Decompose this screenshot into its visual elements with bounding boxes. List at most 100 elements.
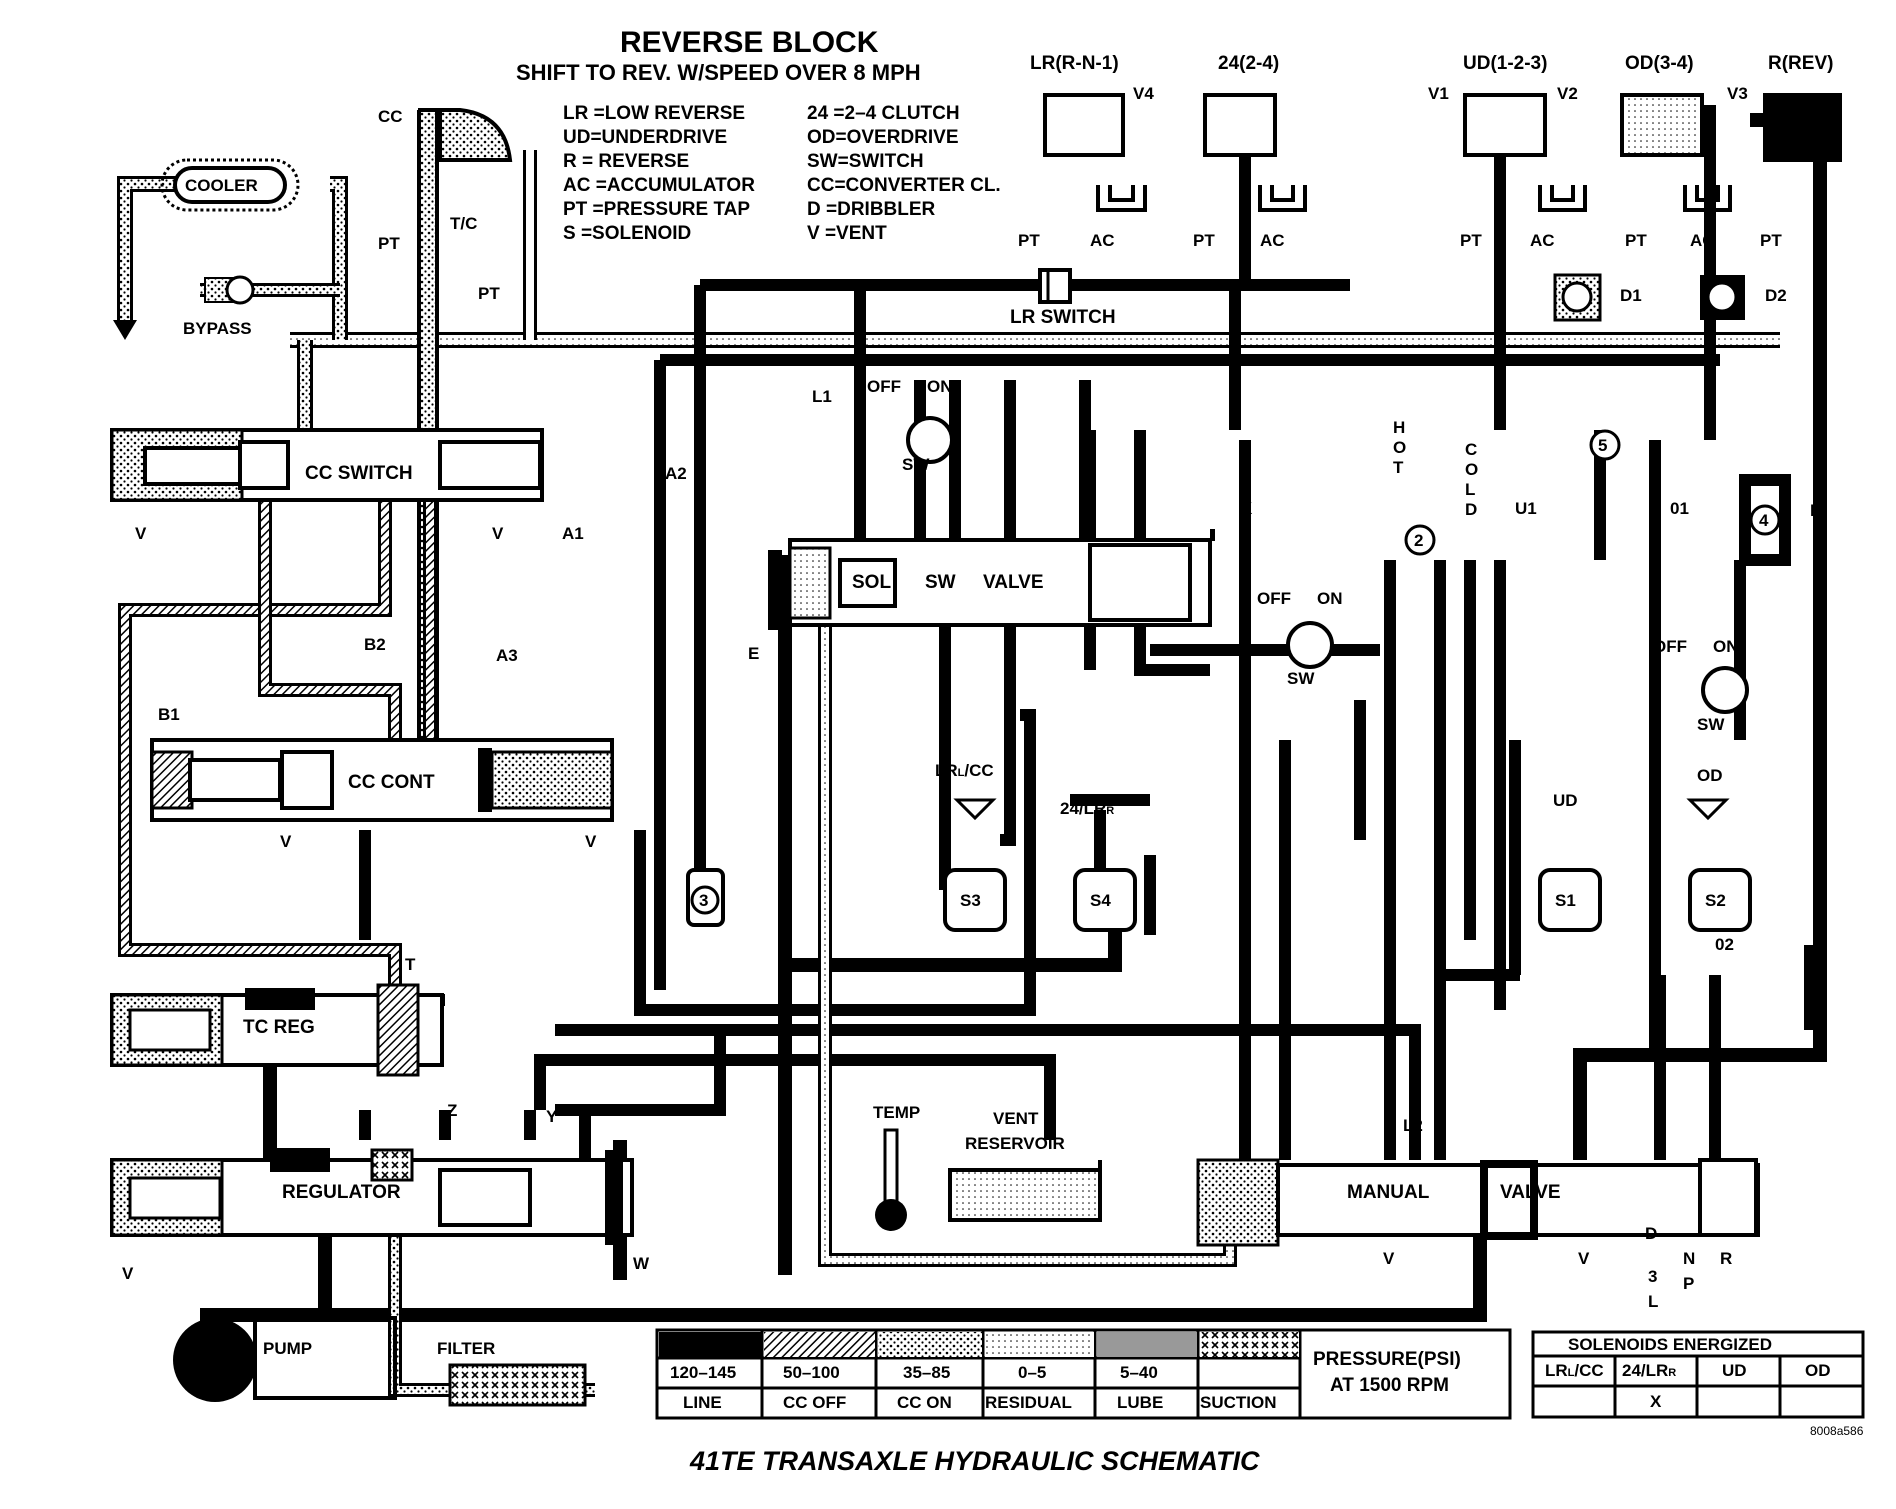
check-ball-2-label: 2: [1414, 531, 1424, 550]
vent-v1-label: V1: [1428, 84, 1449, 103]
lr-switch-on-label: ON: [927, 377, 953, 396]
abbr-24: 24 =2–4 CLUTCH: [807, 103, 960, 124]
sol-sw-valve-valve-label: VALVE: [983, 572, 1044, 593]
diagram-subtitle: SHIFT TO REV. W/SPEED OVER 8 MPH: [516, 60, 921, 85]
pressure-switches: [906, 416, 1749, 714]
solenoid-table-col-lrcc: LRL/CC: [1545, 1361, 1604, 1380]
gear-p-label: P: [1683, 1274, 1695, 1293]
pt-lr-label: PT: [1018, 231, 1040, 250]
passage-b1-label: B1: [158, 705, 180, 724]
sw-od-on-label: ON: [1713, 637, 1739, 656]
ac-lr-label: AC: [1090, 231, 1115, 250]
solenoid-s4-label: S4: [1090, 891, 1111, 910]
temperature-sensor: [875, 1128, 907, 1231]
lube-loops: [388, 555, 1237, 1397]
vent-v2-label: V2: [1557, 84, 1578, 103]
ac-od-label: AC: [1690, 231, 1715, 250]
passage-a1-label: A1: [562, 524, 584, 543]
cc-cont-label: CC CONT: [348, 772, 435, 793]
pt-od-label: PT: [1625, 231, 1647, 250]
gear-n-label: N: [1683, 1249, 1696, 1268]
bypass-label: BYPASS: [183, 319, 252, 338]
vent-cc-switch-left: V: [135, 524, 147, 543]
legend-name-suction: SUCTION: [1200, 1393, 1277, 1412]
passage-u1-label: U1: [1515, 499, 1537, 518]
passage-r-label: R: [1810, 501, 1823, 520]
regulator-label: REGULATOR: [282, 1182, 401, 1203]
vent-cc-cont-left: V: [280, 832, 292, 851]
legend-name-cc-on: CC ON: [897, 1393, 952, 1412]
manual-label: MANUAL: [1347, 1182, 1430, 1203]
solenoid-switch-valve: [768, 538, 1212, 630]
solenoid-table-col-24lr: 24/LRR: [1622, 1361, 1677, 1380]
abbr-cc: CC=CONVERTER CL.: [807, 175, 1001, 196]
vent-regulator-label: V: [122, 1264, 134, 1283]
passage-w-label: W: [633, 1254, 650, 1273]
legend-name-line: LINE: [683, 1393, 722, 1412]
solenoid-bodies: [686, 868, 1752, 932]
legend-range-residual: 0–5: [1018, 1363, 1047, 1382]
solenoid-table-col-ud: UD: [1722, 1361, 1747, 1380]
lr-switch-off-label: OFF: [867, 377, 901, 396]
lr-clutch-housing: [1043, 93, 1125, 157]
passage-a2-label: A2: [665, 464, 687, 483]
solenoid-s3-label: S3: [960, 891, 981, 910]
solenoid-table-cell-24lr: X: [1650, 1392, 1662, 1411]
cold-label: C O L D: [1465, 440, 1479, 519]
abbr-ud: UD=UNDERDRIVE: [563, 127, 728, 148]
dribbler-d1-label: D1: [1620, 286, 1642, 305]
legend-name-cc-off: CC OFF: [783, 1393, 847, 1412]
cooler-passage: [117, 176, 348, 340]
solenoid-table-col-od: OD: [1805, 1361, 1831, 1380]
figure-code: 8008a586: [1810, 1424, 1864, 1438]
legend-range-cc-on: 35–85: [903, 1363, 951, 1382]
cc-switch-valve: [110, 428, 544, 502]
clutch-rev-label: R(REV): [1768, 53, 1834, 74]
legend-name-lube: LUBE: [1117, 1393, 1164, 1412]
cc-switch-label: CC SWITCH: [305, 463, 413, 484]
sw24-label: SW: [1287, 669, 1315, 688]
gear-3-label: 3: [1648, 1267, 1658, 1286]
check-ball-circles: [690, 429, 1781, 915]
ud-clutch-housing: [1463, 93, 1547, 157]
gear-l-label: L: [1648, 1292, 1659, 1311]
sol-od-label: OD: [1697, 766, 1723, 785]
abbr-sw: SW=SWITCH: [807, 151, 924, 172]
abbreviation-list-left: LR =LOW REVERSE UD=UNDERDRIVE R = REVERS…: [563, 104, 755, 248]
rev-clutch-housing: [1763, 93, 1842, 162]
passage-l1-label: L1: [812, 387, 832, 406]
temp-label: TEMP: [873, 1103, 921, 1122]
sw-od-label: SW: [1697, 715, 1725, 734]
abbr-s: S =SOLENOID: [563, 223, 692, 244]
vent-cc-cont-right: V: [585, 832, 597, 851]
lr-pressure-switch-label: SW: [902, 455, 930, 474]
hot-label: H O T: [1393, 418, 1407, 477]
abbr-ac: AC =ACCUMULATOR: [563, 175, 755, 196]
figure-caption: 41TE TRANSAXLE HYDRAULIC SCHEMATIC: [690, 1446, 1260, 1476]
solenoid-s2-label: S2: [1705, 891, 1726, 910]
lr-switch-label: LR SWITCH: [1010, 307, 1116, 328]
clutch-housings: [1043, 93, 1842, 162]
ac-ud-label: AC: [1530, 231, 1555, 250]
legend-range-lube: 5–40: [1120, 1363, 1158, 1382]
pt-cooler-label: PT: [478, 284, 500, 303]
legend-range-cc-off: 50–100: [783, 1363, 840, 1382]
pump-label: PUMP: [263, 1339, 313, 1358]
passage-e-label: E: [748, 644, 760, 663]
lr-switch: [1038, 268, 1072, 304]
ac-24-label: AC: [1260, 231, 1285, 250]
solenoid-table-title: SOLENOIDS ENERGIZED: [1568, 1335, 1773, 1354]
manual-valve: [1196, 1158, 1760, 1247]
solenoid-table-frame: [1531, 1330, 1865, 1419]
pt-24-label: PT: [1193, 231, 1215, 250]
check-ball-4: [1739, 474, 1791, 566]
tc-regulator-valve: [110, 983, 444, 1077]
check-ball-4-label: 4: [1759, 511, 1769, 530]
sol-24lr-label: 24/LRR: [1060, 799, 1115, 818]
vent-cc-switch-right: V: [492, 524, 504, 543]
cc-control-valve: [150, 738, 614, 822]
sw24-on-label: ON: [1317, 589, 1343, 608]
legend-title-1: PRESSURE(PSI): [1313, 1349, 1461, 1370]
sol-sw-valve-sol-label: SOL: [852, 572, 892, 593]
c24-clutch-housing: [1203, 93, 1277, 157]
